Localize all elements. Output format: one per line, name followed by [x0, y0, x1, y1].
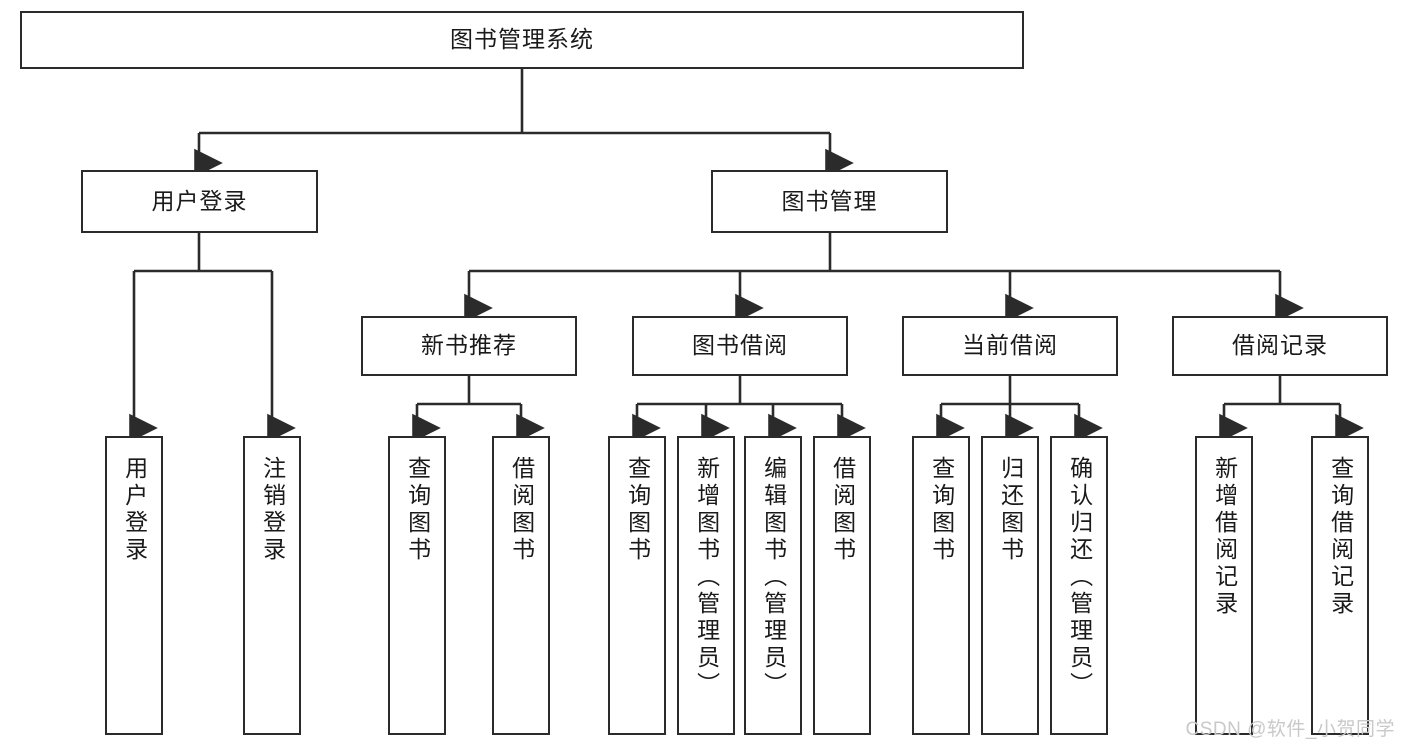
leaf-user-logout[interactable]: 注销登录: [243, 436, 301, 735]
leaf-add-record-label: 新增借阅记录: [1211, 456, 1238, 618]
node-borrow-record-label: 借阅记录: [1232, 332, 1328, 359]
leaf-borrow-book-2-label: 借阅图书: [829, 456, 856, 564]
leaf-query-book-2[interactable]: 查询图书: [608, 436, 666, 735]
leaf-query-book-1[interactable]: 查询图书: [388, 436, 446, 735]
leaf-borrow-book-2[interactable]: 借阅图书: [813, 436, 871, 735]
leaf-query-book-3[interactable]: 查询图书: [912, 436, 970, 735]
leaf-borrow-book-1[interactable]: 借阅图书: [492, 436, 550, 735]
node-root[interactable]: 图书管理系统: [20, 11, 1024, 69]
leaf-query-record-label: 查询借阅记录: [1327, 456, 1354, 618]
leaf-user-login[interactable]: 用户登录: [105, 436, 163, 735]
node-user-login[interactable]: 用户登录: [81, 170, 318, 233]
node-current-borrow-label: 当前借阅: [962, 332, 1058, 359]
node-user-login-label: 用户登录: [151, 187, 248, 214]
node-book-manage-label: 图书管理: [781, 187, 878, 214]
leaf-add-book[interactable]: 新增图书（管理员）: [677, 436, 735, 735]
node-root-label: 图书管理系统: [450, 26, 594, 53]
leaf-edit-book-label: 编辑图书（管理员）: [760, 456, 787, 699]
node-book-manage[interactable]: 图书管理: [711, 170, 948, 233]
node-current-borrow[interactable]: 当前借阅: [902, 316, 1118, 376]
node-book-borrow-label: 图书借阅: [692, 332, 788, 359]
leaf-confirm-return[interactable]: 确认归还（管理员）: [1050, 436, 1108, 735]
leaf-return-book[interactable]: 归还图书: [981, 436, 1039, 735]
leaf-user-logout-label: 注销登录: [259, 456, 286, 564]
leaf-query-book-3-label: 查询图书: [928, 456, 955, 564]
node-borrow-record[interactable]: 借阅记录: [1172, 316, 1388, 376]
leaf-add-record[interactable]: 新增借阅记录: [1195, 436, 1253, 735]
leaf-user-login-label: 用户登录: [121, 456, 148, 564]
leaf-confirm-return-label: 确认归还（管理员）: [1066, 456, 1093, 699]
leaf-add-book-label: 新增图书（管理员）: [693, 456, 720, 699]
leaf-query-book-1-label: 查询图书: [404, 456, 431, 564]
watermark-text: CSDN @软件_小贺同学: [1185, 719, 1395, 740]
node-book-borrow[interactable]: 图书借阅: [632, 316, 848, 376]
leaf-edit-book[interactable]: 编辑图书（管理员）: [744, 436, 802, 735]
leaf-query-book-2-label: 查询图书: [624, 456, 651, 564]
leaf-query-record[interactable]: 查询借阅记录: [1311, 436, 1369, 735]
node-new-book-recommend[interactable]: 新书推荐: [361, 316, 577, 376]
node-new-book-recommend-label: 新书推荐: [421, 332, 517, 359]
leaf-return-book-label: 归还图书: [997, 456, 1024, 564]
leaf-borrow-book-1-label: 借阅图书: [508, 456, 535, 564]
